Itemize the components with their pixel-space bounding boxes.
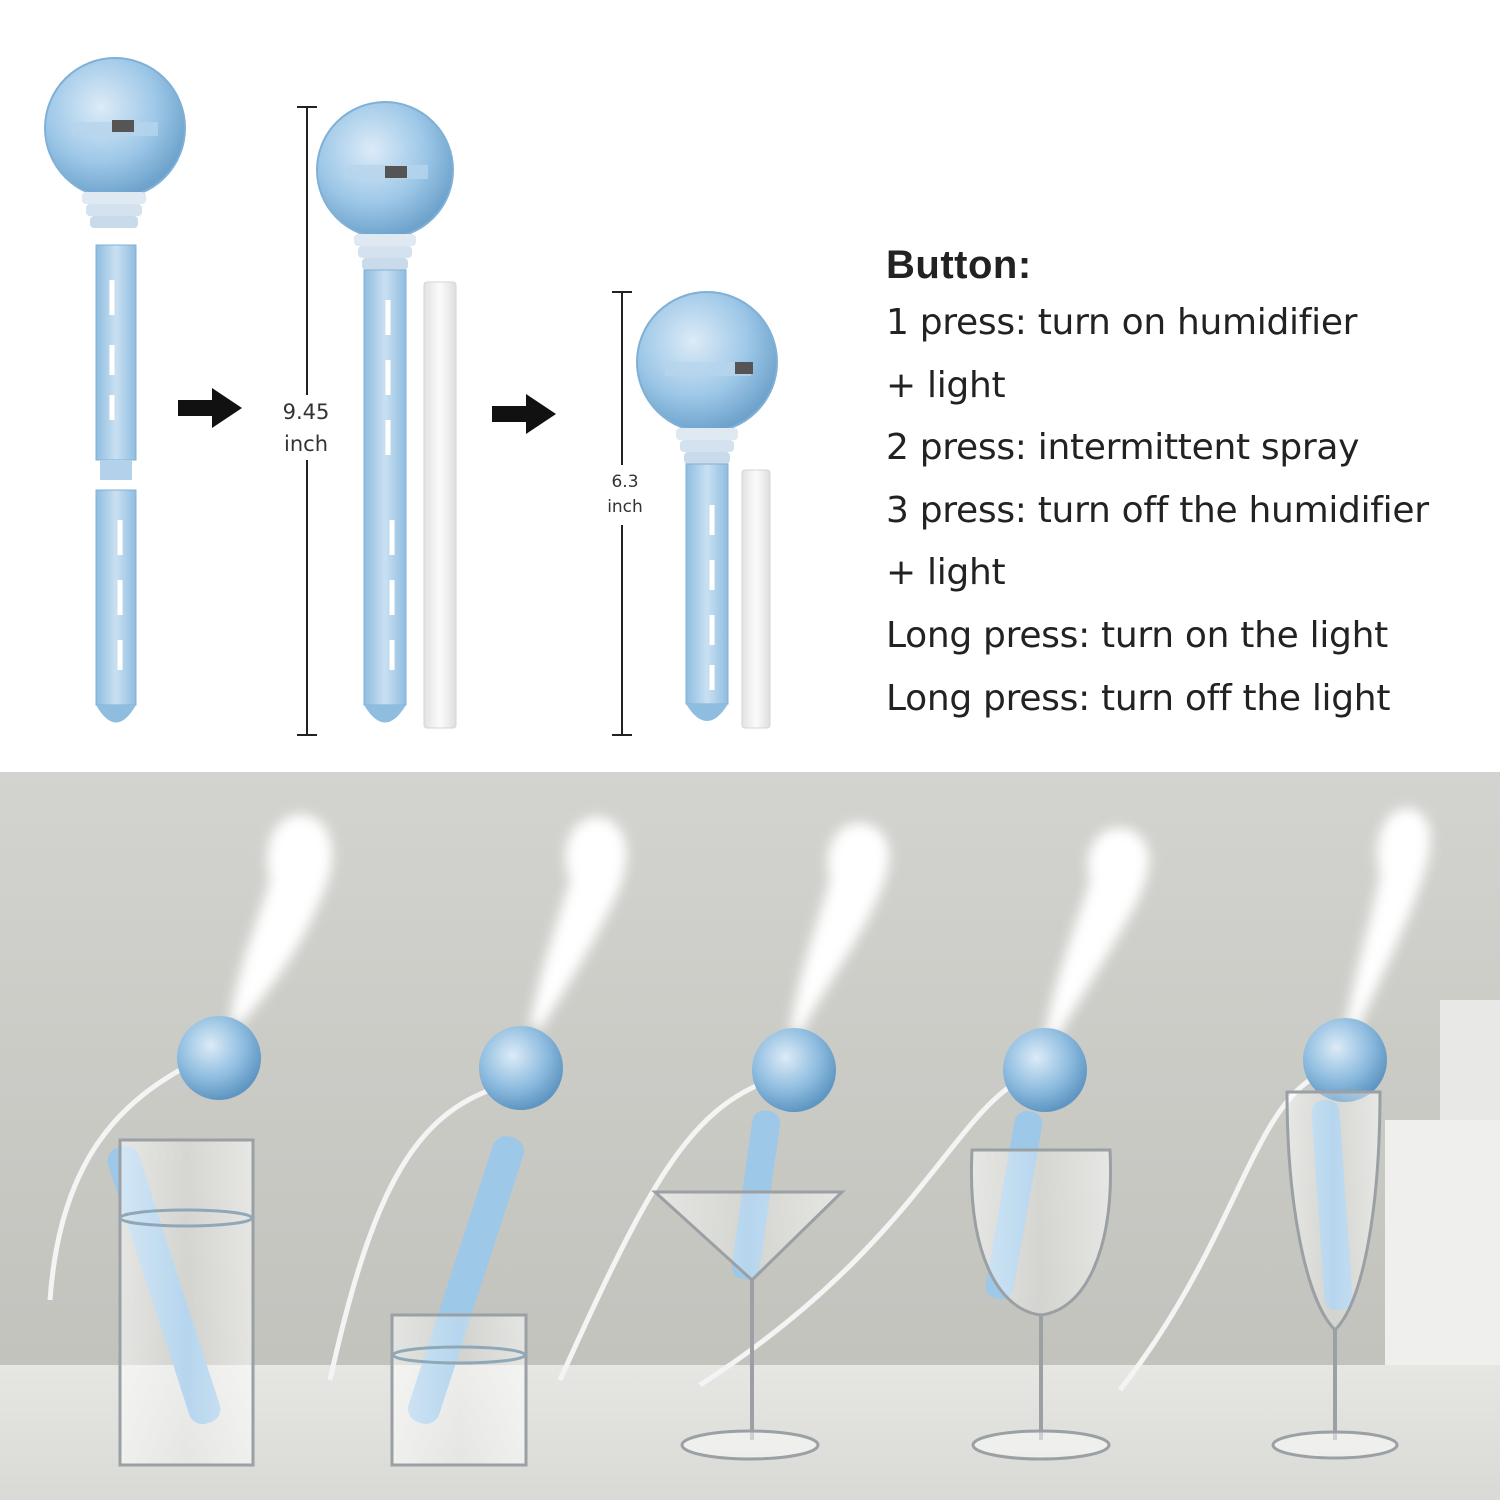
instructions-title: Button: — [886, 243, 1032, 287]
humidifier-head — [1003, 1028, 1087, 1112]
short-glass — [390, 1313, 528, 1467]
flute-glass-scene — [1271, 1018, 1399, 1460]
arrow-right-icon — [178, 388, 242, 428]
short-glass-scene — [390, 1026, 563, 1467]
cotton-filter-short — [741, 469, 771, 729]
dimension-short-unit: inch — [607, 497, 643, 517]
dimension-long-value: 9.45 — [282, 400, 330, 424]
tall-glass-scene — [107, 1016, 261, 1467]
dimension-label-short: 6.3 inch — [596, 470, 654, 520]
humidifier-head — [752, 1028, 836, 1112]
wine-glass-scene — [969, 1028, 1113, 1461]
humidifier-short — [636, 291, 778, 721]
dimension-label-long: 9.45 inch — [270, 396, 342, 460]
dimension-line-long — [297, 106, 317, 736]
instruction-line: 2 press: intermittent spray — [886, 427, 1360, 469]
instruction-line: + light — [886, 364, 1006, 406]
mist-plumes — [230, 808, 1431, 1040]
dimension-long-unit: inch — [284, 432, 328, 456]
wine-glass — [969, 1148, 1113, 1317]
martini-glass-scene — [651, 1028, 846, 1461]
flute-glass — [1285, 1090, 1382, 1333]
humidifier-disassembled — [44, 57, 186, 723]
dimension-short-value: 6.3 — [611, 472, 639, 492]
background-step — [1385, 1120, 1500, 1365]
humidifier-long — [316, 101, 454, 723]
tall-glass — [118, 1138, 255, 1467]
humidifier-head — [1303, 1018, 1387, 1102]
dimension-line-short — [612, 291, 632, 736]
instruction-line: Long press: turn off the light — [886, 677, 1391, 719]
instruction-line: 3 press: turn off the humidifier — [886, 489, 1429, 531]
humidifier-head — [177, 1016, 261, 1100]
cotton-filter-long — [423, 281, 457, 729]
instruction-line: 1 press: turn on humidifier — [886, 302, 1358, 343]
martini-glass — [651, 1190, 846, 1283]
instruction-line: + light — [886, 552, 1006, 594]
instruction-line: Long press: turn on the light — [886, 614, 1388, 656]
button-instructions: Button: 1 press: turn on humidifier + li… — [886, 238, 1486, 730]
arrow-right-icon — [492, 394, 556, 434]
product-illustration — [44, 57, 778, 736]
humidifier-head — [479, 1026, 563, 1110]
